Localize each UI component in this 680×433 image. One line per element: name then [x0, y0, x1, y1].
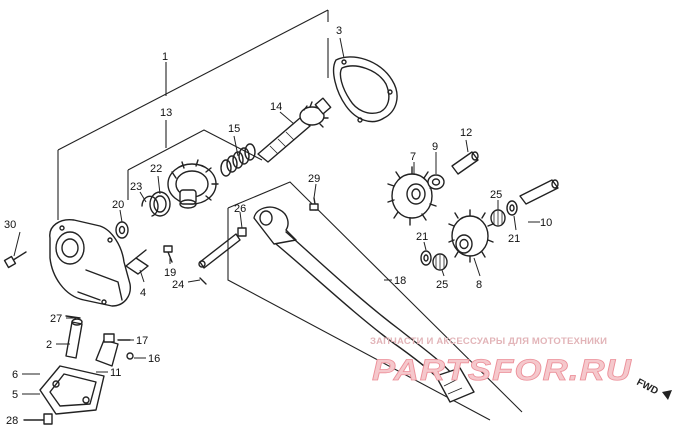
callout-2: 2 — [46, 339, 52, 351]
part-bearing-25-lower — [432, 253, 448, 271]
part-shaft-10 — [519, 179, 559, 205]
assembly-bracket-1 — [57, 9, 329, 220]
part-spring — [220, 143, 256, 177]
callout-21-right: 21 — [508, 233, 520, 245]
callout-1: 1 — [162, 51, 168, 63]
callout-8: 8 — [476, 279, 482, 291]
watermark-tagline: ЗАПЧАСТИ И АКСЕССУАРЫ ДЛЯ МОТОТЕХНИКИ — [370, 336, 607, 347]
callout-15: 15 — [228, 123, 240, 135]
part-nut-16 — [126, 352, 134, 360]
watermark: ЗАПЧАСТИ И АКСЕССУАРЫ ДЛЯ МОТОТЕХНИКИ PA… — [370, 336, 632, 387]
callout-5: 5 — [12, 389, 18, 401]
callout-6: 6 — [12, 369, 18, 381]
callout-9: 9 — [432, 141, 438, 153]
callout-24: 24 — [172, 279, 184, 291]
callout-26: 26 — [234, 203, 246, 215]
part-bolt-19 — [163, 245, 173, 263]
part-washer-21-left — [420, 250, 432, 266]
callout-14: 14 — [270, 101, 282, 113]
part-clip-4 — [125, 249, 149, 275]
callout-labels: 1 3 13 14 15 22 23 20 30 4 19 24 26 29 1… — [4, 25, 552, 427]
callout-20: 20 — [112, 199, 124, 211]
part-washer-21-right — [506, 200, 518, 216]
callout-4: 4 — [140, 287, 146, 299]
callout-27: 27 — [50, 313, 62, 325]
part-bolt-29 — [309, 197, 319, 211]
part-pin-2 — [65, 318, 83, 359]
leader-lines — [13, 37, 540, 395]
callout-19: 19 — [164, 267, 176, 279]
callout-11: 11 — [110, 367, 121, 379]
callout-28: 28 — [6, 415, 18, 427]
callout-30: 30 — [4, 219, 16, 231]
callout-7: 7 — [410, 151, 416, 163]
part-plate-5-6 — [39, 365, 105, 415]
part-bolt-30 — [3, 251, 27, 269]
fwd-arrow-icon — [662, 390, 672, 400]
part-shaft-12 — [451, 151, 479, 175]
part-screw-24 — [199, 277, 207, 285]
part-kick-spindle — [257, 97, 332, 163]
part-kick-cover — [49, 219, 131, 307]
part-washer-22 — [149, 191, 171, 217]
callout-18: 18 — [394, 275, 406, 287]
watermark-brand: PARTSFOR.RU — [372, 354, 632, 387]
callout-22: 22 — [150, 163, 162, 175]
callout-10: 10 — [540, 217, 552, 229]
part-collar-9 — [427, 174, 445, 190]
part-gear-8 — [448, 209, 494, 263]
callout-16: 16 — [148, 353, 160, 365]
part-ratchet — [167, 159, 219, 209]
part-bearing-25-upper — [490, 209, 506, 227]
part-gasket — [332, 56, 398, 123]
part-kick-lever — [253, 206, 475, 403]
part-bolt-27 — [65, 315, 81, 319]
part-pin-24 — [198, 233, 241, 269]
assembly-bracket-13 — [127, 120, 263, 200]
part-stopper-11 — [95, 333, 119, 367]
callout-13: 13 — [160, 107, 172, 119]
callout-21-left: 21 — [416, 231, 428, 243]
callout-12: 12 — [460, 127, 472, 139]
fwd-indicator: FWD — [635, 377, 672, 400]
callout-25-lower: 25 — [436, 279, 448, 291]
callout-23: 23 — [130, 181, 142, 193]
fwd-label: FWD — [635, 377, 660, 397]
part-washer-20 — [115, 221, 129, 239]
part-bolt-26 — [237, 227, 247, 237]
assembly-bracket-18 — [227, 181, 523, 421]
callout-17: 17 — [136, 335, 148, 347]
callout-25-upper: 25 — [490, 189, 502, 201]
callout-3: 3 — [336, 25, 342, 37]
part-bolt-28 — [23, 413, 53, 425]
part-circlip-23 — [141, 195, 159, 217]
part-gear-7 — [387, 166, 437, 226]
callout-29: 29 — [308, 173, 320, 185]
